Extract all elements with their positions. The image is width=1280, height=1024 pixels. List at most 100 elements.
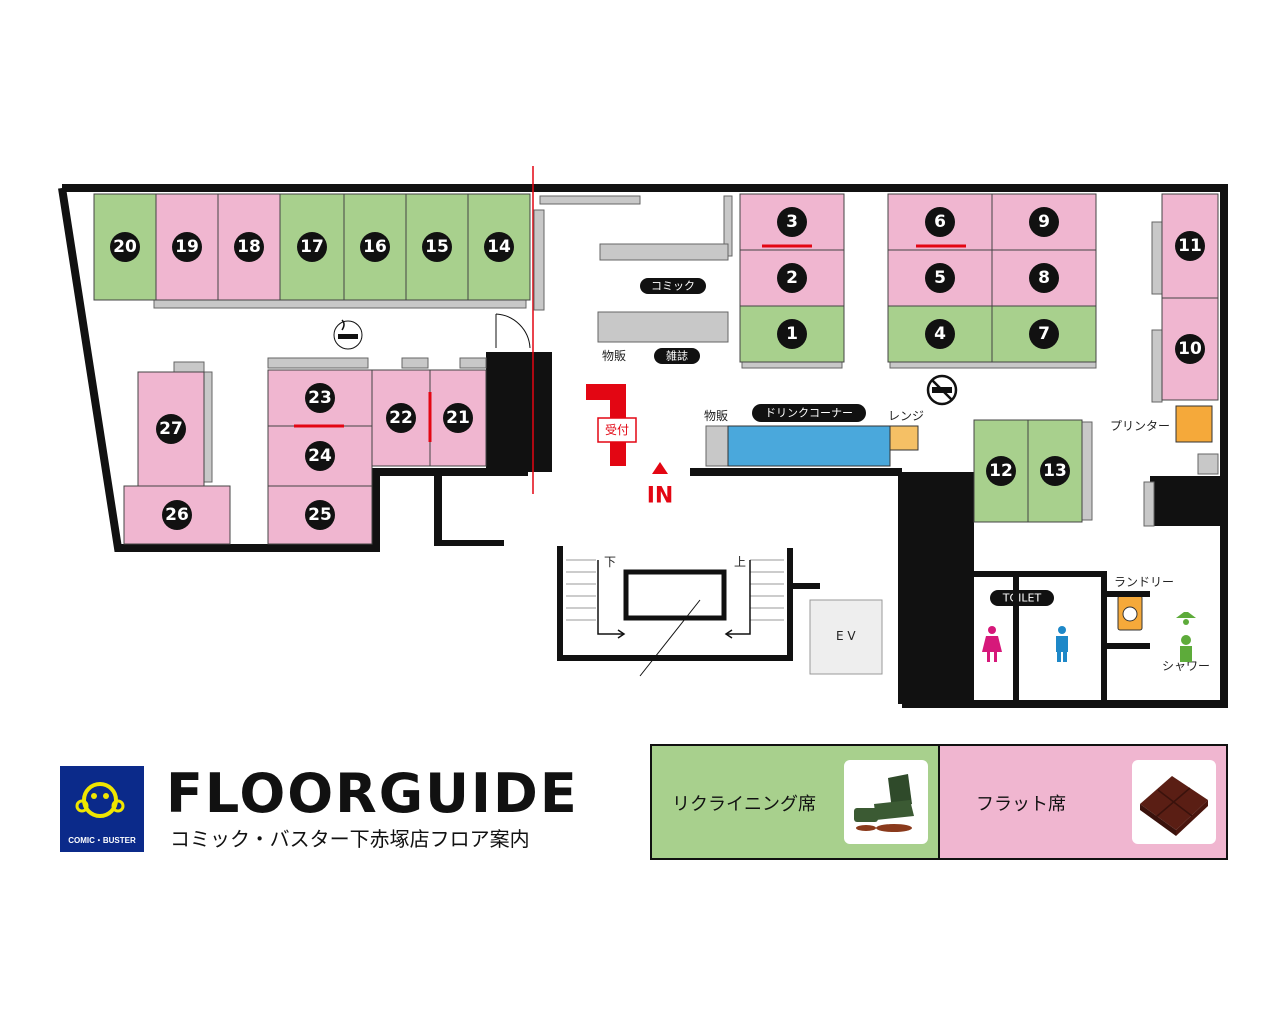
seat-number: 19 [175,237,199,257]
seat-number: 11 [1178,236,1202,256]
door-arc [495,313,531,349]
merch-right-label: 物販 [704,409,728,423]
svg-text:雑誌: 雑誌 [666,349,688,363]
stairs-arrows [597,560,751,639]
merch-left-label: 物販 [602,349,626,363]
seat-number: 16 [363,237,387,257]
magazine-pill: 雑誌 [654,348,700,364]
microwave-label: レンジ [888,409,924,423]
seat-booth-13: 13 [1027,419,1083,523]
entrance-marker: IN [647,462,674,509]
seat-booth-3: 3 [739,193,845,251]
page-subtitle: コミック・バスター下赤塚店フロア案内 [170,827,530,851]
shower-label: シャワー [1162,659,1210,673]
seat-booth-6: 6 [887,193,993,251]
seat-booth-9: 9 [991,193,1097,251]
seat-number: 7 [1038,324,1050,344]
outer-walls [58,184,1228,708]
seat-booth-25: 25 [267,485,373,545]
no-smoking-icon [926,374,958,406]
seat-number: 26 [165,505,189,525]
seat-booth-27: 27 [137,371,205,487]
seat-booth-1: 1 [739,305,845,363]
smoking-area-icon [333,319,363,350]
comic-pill: コミック [640,278,706,294]
drink-corner-pill: ドリンクコーナー [752,404,866,422]
laundry-icon [1117,595,1143,631]
seat-number: 8 [1038,268,1050,288]
stairs [557,546,820,661]
seat-booth-24: 24 [267,425,373,487]
seat-booth-8: 8 [991,249,1097,307]
seat-number: 14 [487,237,511,257]
seat-number: 17 [300,237,324,257]
seat-number: 6 [934,212,946,232]
svg-text:コミック: コミック [651,280,695,293]
seat-booth-21: 21 [429,369,487,467]
seat-booth-26: 26 [123,485,231,545]
seat-booth-17: 17 [279,193,345,301]
elevator-label: E V [836,629,856,643]
men-toilet-icon [1056,626,1068,662]
comic-buster-logo: COMIC・BUSTER [60,766,144,852]
seat-number: 20 [113,237,137,257]
reception-desk: 受付 [586,384,637,466]
svg-text:TOILET: TOILET [1002,592,1042,605]
reception-label: 受付 [605,423,629,437]
stairs-treads [566,559,784,677]
microwave [889,425,919,451]
seat-number: 4 [934,324,946,344]
seat-booth-20: 20 [93,193,157,301]
seat-booth-10: 10 [1161,297,1219,401]
toilet-partitions [974,571,1150,700]
seat-booth-15: 15 [405,193,469,301]
mascot-icon [75,782,125,818]
drink-counter [727,425,891,467]
seat-booth-7: 7 [991,305,1097,363]
seat-number: 10 [1178,339,1202,359]
seat-number: 23 [308,388,332,408]
recliner-chair-icon [844,760,928,844]
stairs-up-label: 上 [734,555,746,569]
seat-number: 13 [1043,461,1067,481]
elevator [809,599,883,675]
entrance-label: IN [647,484,674,509]
inner-walls [434,352,1220,704]
seat-booth-14: 14 [467,193,531,301]
logo-brand-text: COMIC・BUSTER [68,836,136,845]
seat-booth-11: 11 [1161,193,1219,299]
seat-number: 2 [786,268,798,288]
legend-recliner-label: リクライニング席 [672,794,816,815]
seat-booth-2: 2 [739,249,845,307]
laundry-label: ランドリー [1114,575,1174,589]
seat-number: 18 [237,237,261,257]
legend-flat: フラット席 [940,746,1226,858]
seat-number: 25 [308,505,332,525]
svg-text:ドリンクコーナー: ドリンクコーナー [765,407,853,420]
seat-number: 22 [389,408,413,428]
seat-number: 12 [989,461,1013,481]
seat-booth-4: 4 [887,305,993,363]
toilet-pill: TOILET [990,590,1054,606]
legend-recliner: リクライニング席 [652,746,940,858]
seat-number: 24 [308,446,332,466]
seat-number: 3 [786,212,798,232]
seat-legend: リクライニング席 フラット席 [650,744,1228,860]
seat-number: 1 [786,324,798,344]
flat-mat-icon [1132,760,1216,844]
printer [1175,405,1213,443]
page-title: FLOORGUIDE [166,762,579,825]
seat-number: 15 [425,237,449,257]
seat-number: 27 [159,419,183,439]
seat-booth-19: 19 [155,193,219,301]
seat-number: 21 [446,408,470,428]
seat-booth-23: 23 [267,369,373,427]
shower-icon [1176,612,1196,662]
seat-booth-22: 22 [371,369,431,467]
women-toilet-icon [982,626,1002,662]
seat-number: 9 [1038,212,1050,232]
stairs-down-label: 下 [604,555,616,569]
seat-number: 5 [934,268,946,288]
